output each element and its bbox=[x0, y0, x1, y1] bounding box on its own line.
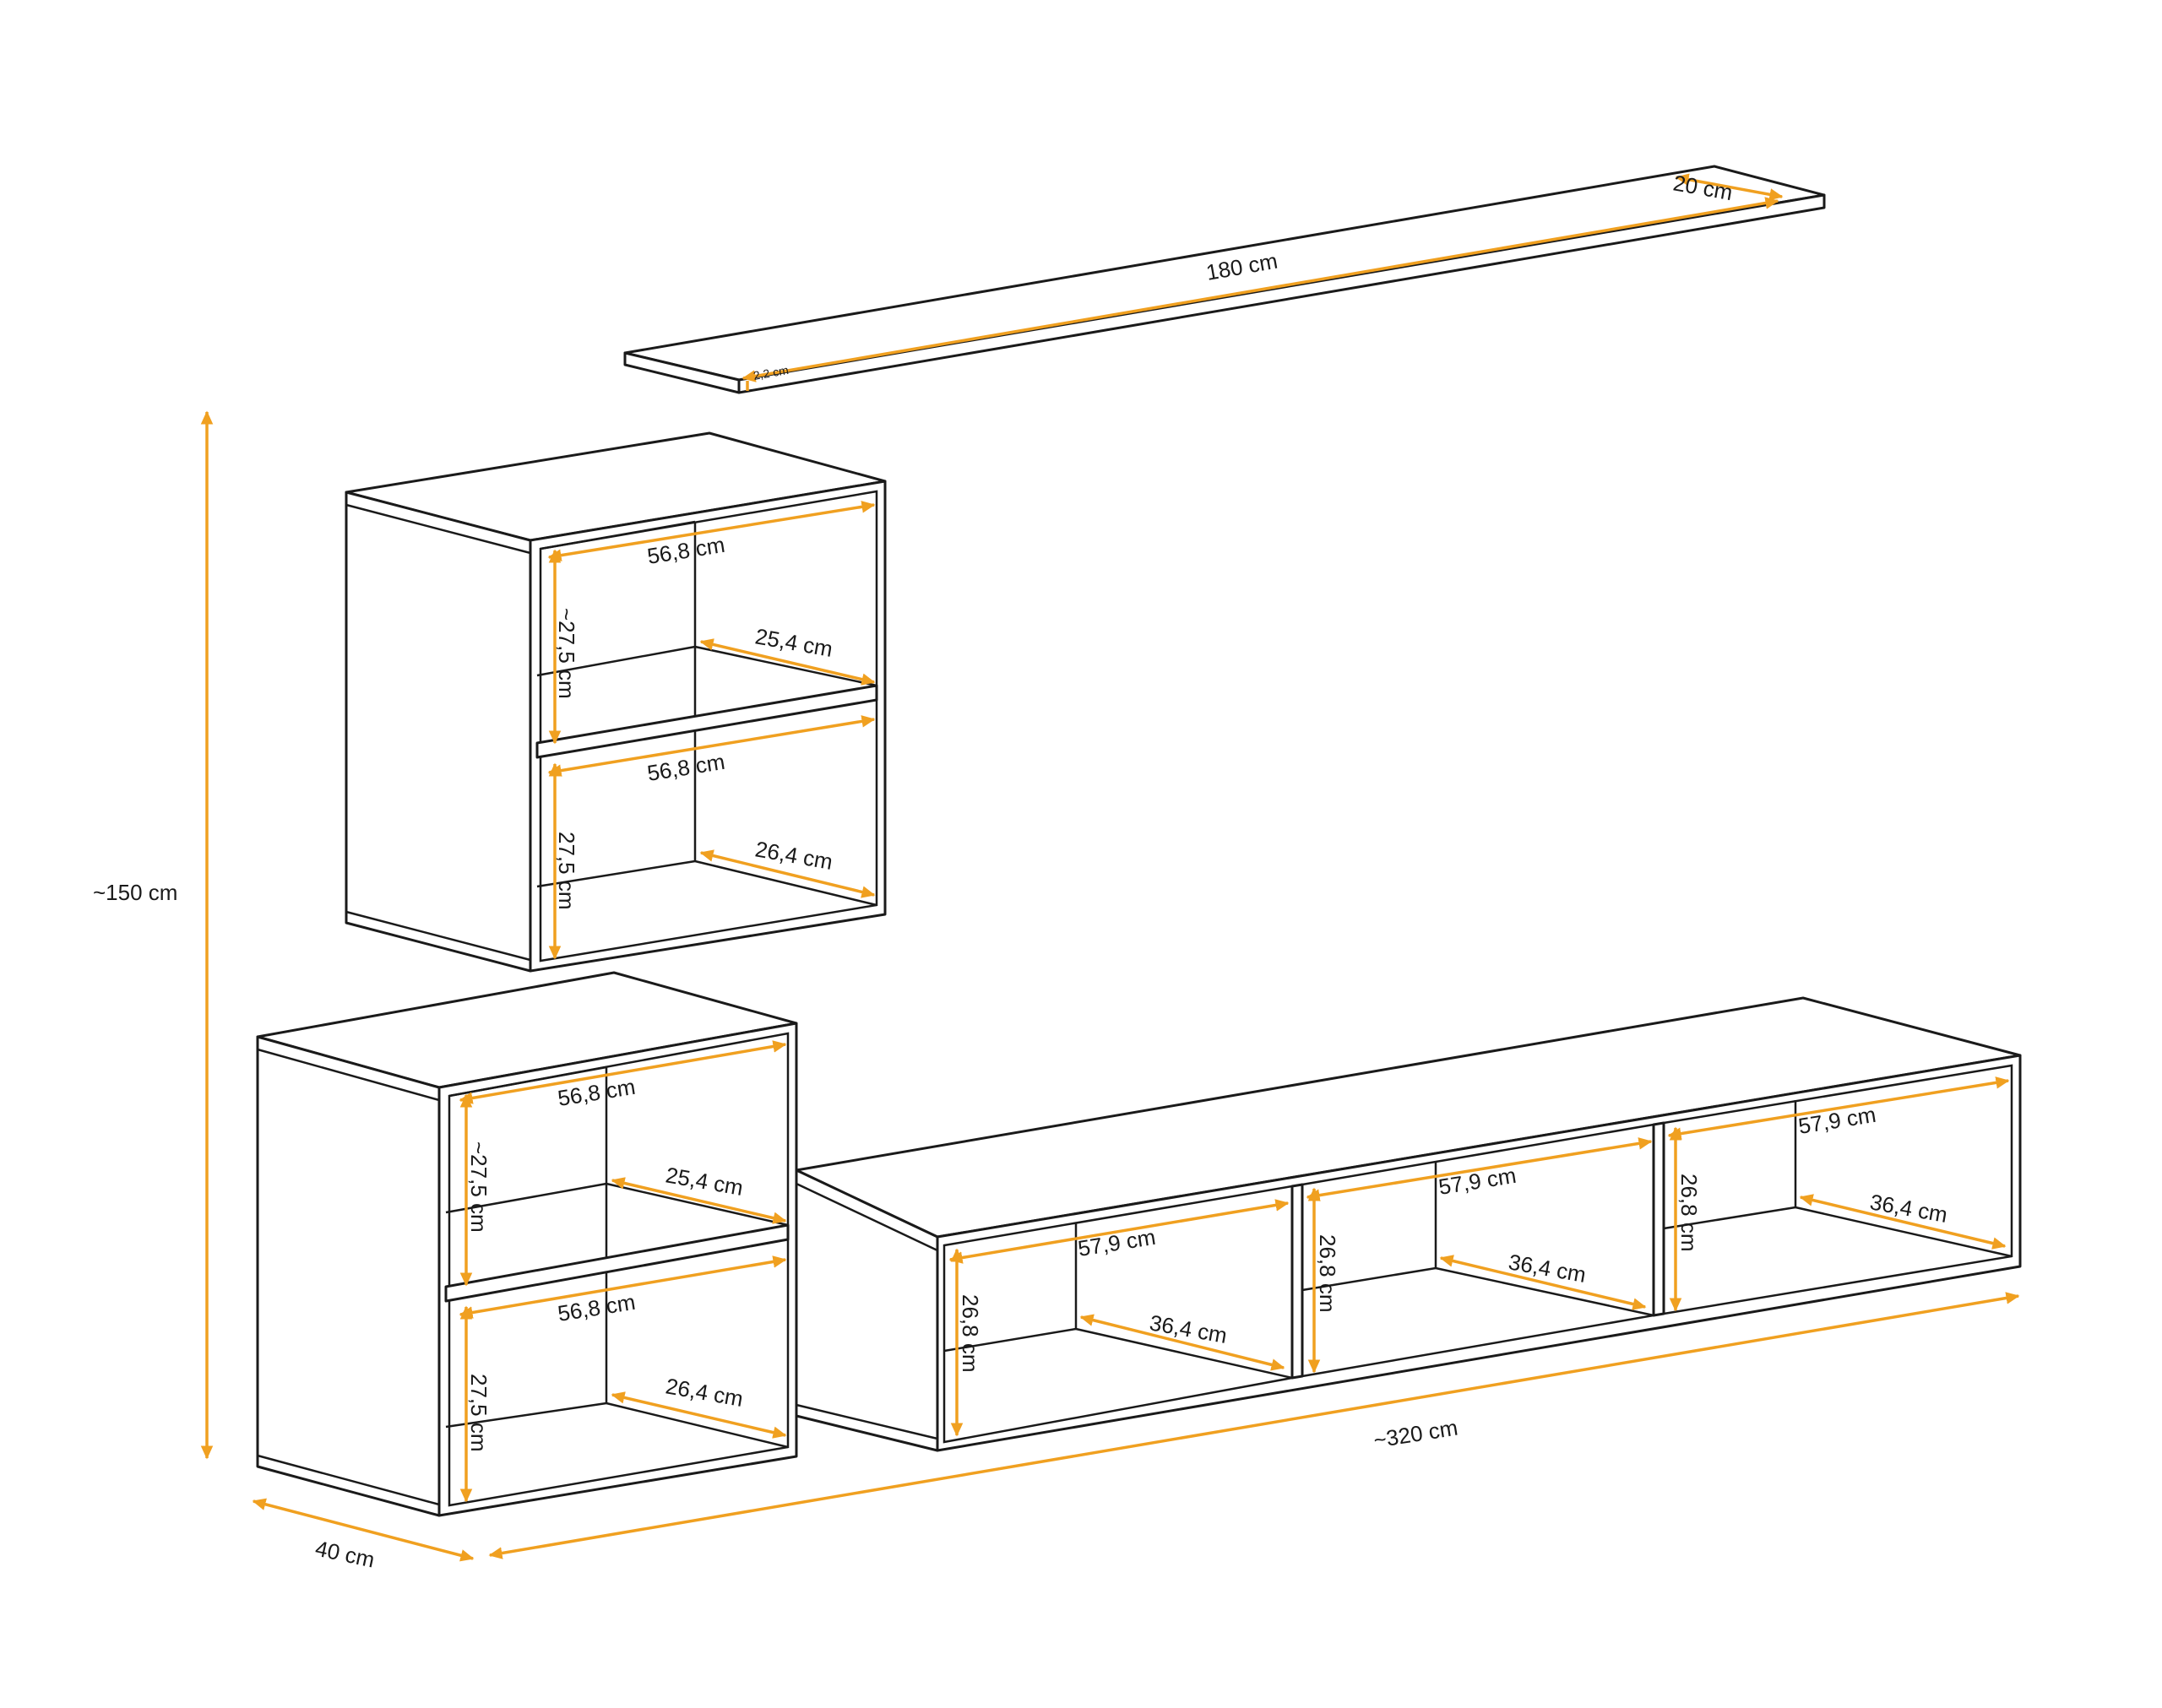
depth-label: 40 cm bbox=[313, 1536, 378, 1573]
shelf-thickness-label: 2,2 cm bbox=[752, 363, 790, 382]
total-width-label: ~320 cm bbox=[1372, 1415, 1459, 1453]
tv-c1-height-label: 26,8 cm bbox=[958, 1294, 983, 1373]
tv-c3-width-dim bbox=[1667, 1076, 2010, 1140]
tv-c1-width-dim bbox=[948, 1199, 1290, 1264]
tv-divider-1 bbox=[1290, 1183, 1304, 1380]
lower-cab-side bbox=[256, 1035, 441, 1517]
upper-cab-side bbox=[345, 491, 532, 973]
upper-bottom-height-label: 27,5 cm bbox=[554, 832, 579, 910]
tv-unit-side-top-edge bbox=[796, 1182, 938, 1252]
tv-unit: 57,9 cm 26,8 cm 36,4 cm 57,9 cm 26,8 cm … bbox=[795, 996, 2022, 1452]
tv-c2-width-dim bbox=[1306, 1137, 1653, 1201]
lower-bottom-height-label: 27,5 cm bbox=[466, 1374, 492, 1452]
tv-c2-height-label: 26,8 cm bbox=[1315, 1234, 1340, 1313]
lower-top-depth-dim bbox=[611, 1177, 787, 1224]
upper-bottom-width-dim bbox=[547, 715, 876, 777]
lower-cab-side-bottom-edge bbox=[257, 1454, 440, 1506]
total-height-label: ~150 cm bbox=[93, 880, 177, 905]
tv-divider-2 bbox=[1652, 1121, 1665, 1317]
upper-cab-bottom-shelf-back bbox=[536, 859, 696, 888]
tv-c3-back-floor bbox=[1663, 1206, 1796, 1230]
lower-top-width-dim bbox=[459, 1040, 787, 1104]
upper-cab-side-bottom-edge bbox=[345, 910, 531, 962]
lower-cab-top-shelf-back bbox=[445, 1182, 607, 1214]
lower-cab-side-top-edge bbox=[257, 1048, 440, 1102]
upper-cab-top-shelf-back bbox=[536, 645, 696, 677]
tv-c3-height-label: 26,8 cm bbox=[1676, 1174, 1702, 1252]
upper-top-height-label: ~27,5 cm bbox=[554, 608, 579, 699]
shelf-side-edge bbox=[737, 193, 1826, 394]
depth-dim bbox=[252, 1498, 475, 1562]
upper-bottom-depth-dim bbox=[699, 849, 876, 898]
upper-cabinet: 56,8 cm ~27,5 cm 25,4 cm 56,8 cm 27,5 cm… bbox=[345, 431, 887, 973]
upper-cab-side-top-edge bbox=[345, 503, 531, 555]
total-width-dim bbox=[488, 1292, 2020, 1559]
tv-c2-back-floor bbox=[1301, 1266, 1437, 1292]
upper-top-depth-dim bbox=[699, 638, 876, 686]
tv-c3-depth-dim bbox=[1799, 1194, 2007, 1250]
lower-cabinet: 56,8 cm ~27,5 cm 25,4 cm 56,8 cm 27,5 cm… bbox=[256, 971, 798, 1517]
wall-shelf: 180 cm 20 cm 2,2 cm bbox=[623, 165, 1826, 394]
upper-top-width-dim bbox=[547, 501, 876, 561]
shelf-depth-dim bbox=[1675, 173, 1784, 201]
shelf-length-dim bbox=[741, 197, 1779, 382]
lower-top-height-label: ~27,5 cm bbox=[466, 1141, 492, 1233]
